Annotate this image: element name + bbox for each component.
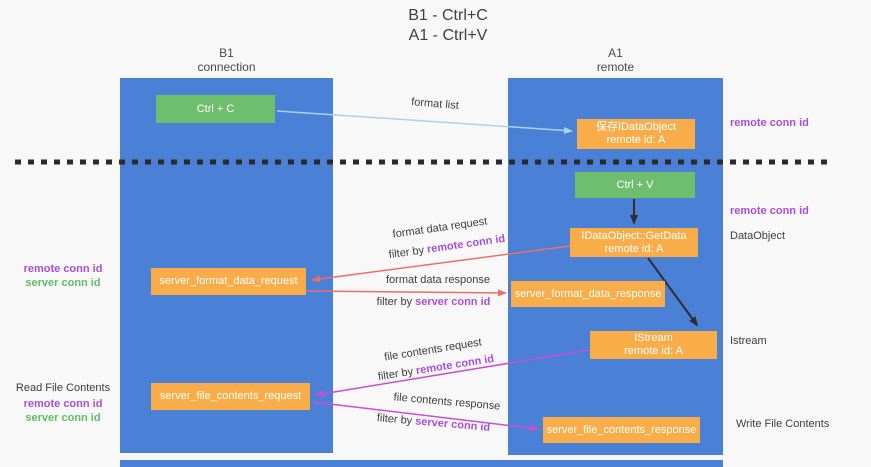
ctrl-v-label: Ctrl + V (616, 178, 654, 191)
format-data-response-arrow (306, 289, 507, 297)
server-file-contents-response-label: server_file_contents_response (546, 423, 697, 436)
getdata-line1: IDataObject::GetData (581, 229, 687, 242)
server-file-contents-request-label: server_file_contents_request (159, 390, 302, 402)
left-column-subtitle: connection (197, 60, 256, 74)
title-line-2: A1 - Ctrl+V (408, 27, 488, 44)
save-dataobject-line1: 保存IDataObject (595, 121, 677, 133)
server-conn-id-left-label-2: server conn id (25, 412, 101, 424)
diagram-title: B1 - Ctrl+C A1 - Ctrl+V (348, 6, 548, 46)
istream-line1: IStream (634, 332, 673, 344)
write-file-contents-label: Write File Contents (736, 418, 830, 430)
server-format-data-response-label: server_format_data_response (514, 287, 662, 300)
filter-prefix: filter by (376, 296, 416, 308)
title-line-1: B1 - Ctrl+C (408, 7, 488, 24)
remote-conn-id-side-label-1: remote conn id (730, 117, 809, 129)
read-file-contents-label: Read File Contents (15, 382, 111, 394)
remote-conn-id-left-label-2: remote conn id (23, 398, 103, 410)
file-contents-response-arrow (312, 401, 539, 432)
format-data-response-label: format data response (386, 274, 490, 286)
bottom-strip (120, 460, 723, 467)
save-dataobject-node: 保存IDataObject remote id: A (577, 119, 695, 149)
left-column-header: B1 connection (120, 46, 333, 74)
remote-conn-id-left-label-1: remote conn id (23, 263, 103, 275)
ctrl-v-node: Ctrl + V (575, 172, 695, 198)
left-column-name: B1 (219, 46, 234, 60)
istream-side-label: Istream (730, 335, 767, 347)
server-conn-id-highlight: server conn id (415, 296, 491, 308)
remote-conn-id-side-label-2: remote conn id (730, 205, 809, 217)
server-file-contents-request-node: server_file_contents_request (151, 383, 310, 410)
getdata-node: IDataObject::GetData remote id: A (570, 228, 698, 257)
server-format-data-request-node: server_format_data_request (151, 268, 306, 295)
left-conn-id-group-1: remote conn id server conn id (8, 262, 118, 290)
right-column-header: A1 remote (508, 46, 723, 74)
file-contents-request-arrow (315, 349, 590, 398)
server-file-contents-response-node: server_file_contents_response (543, 417, 700, 443)
filter-by-server-conn-id-label-1: filter by server conn id (376, 296, 491, 308)
getdata-line2: remote id: A (604, 242, 664, 255)
right-column-name: A1 (608, 46, 623, 60)
istream-line2: remote id: A (624, 345, 683, 357)
getdata-to-istream-arrow (647, 257, 699, 327)
server-conn-id-left-label-1: server conn id (25, 277, 101, 289)
server-format-data-request-label: server_format_data_request (159, 275, 298, 287)
format-data-request-arrow (311, 245, 571, 283)
right-column-subtitle: remote (596, 60, 635, 74)
left-conn-id-group-2: remote conn id server conn id (8, 397, 118, 425)
ctrl-c-label: Ctrl + C (196, 102, 235, 115)
ctrl-c-node: Ctrl + C (156, 95, 275, 123)
istream-node: IStream remote id: A (590, 331, 717, 359)
save-dataobject-line2: remote id: A (606, 134, 666, 146)
dataobject-side-label: DataObject (730, 230, 786, 242)
format-list-arrow (276, 110, 573, 134)
server-format-data-response-node: server_format_data_response (511, 281, 665, 307)
